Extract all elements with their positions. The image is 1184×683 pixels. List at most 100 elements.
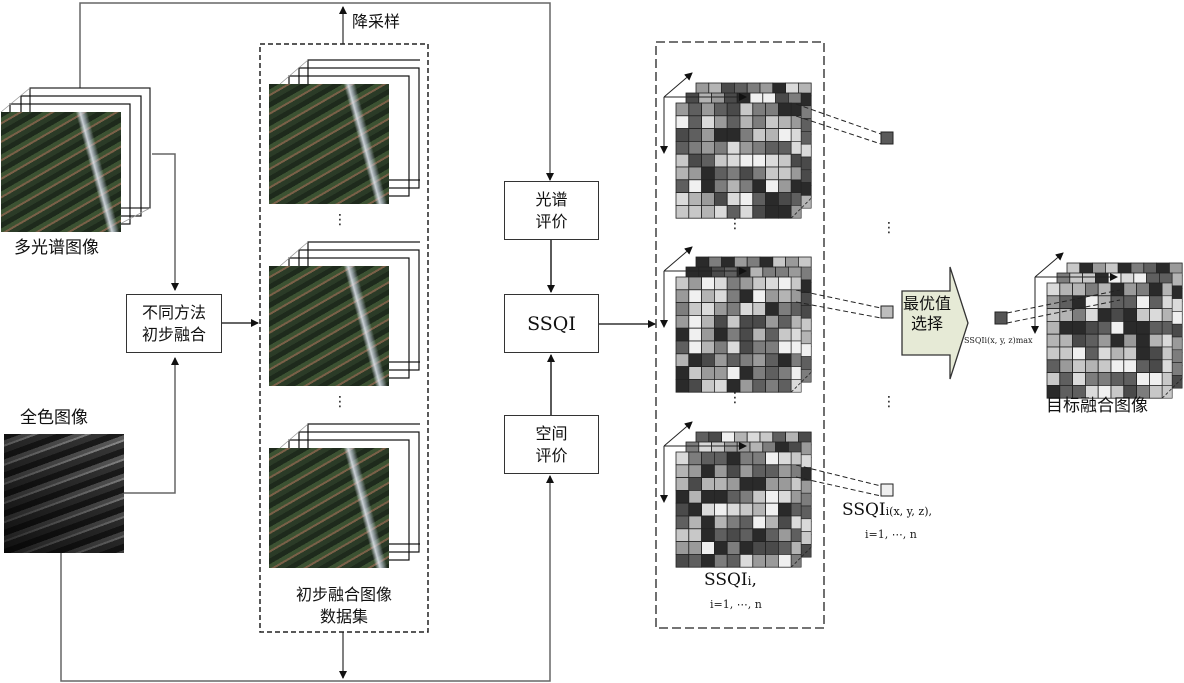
pan-to-fusion-line bbox=[124, 357, 179, 494]
ssqi-cell-label-sub: i(x, y, z), bbox=[885, 505, 932, 518]
selection-label-line-1: 最优值 bbox=[902, 294, 951, 313]
selection-label: 最优值 选择 bbox=[902, 294, 952, 334]
voxel-cell bbox=[701, 314, 715, 329]
voxel-cell bbox=[765, 340, 779, 355]
voxel-cell bbox=[701, 554, 715, 568]
voxel-cell bbox=[800, 279, 812, 293]
voxel-cell bbox=[726, 166, 741, 181]
voxel-cell bbox=[701, 464, 715, 478]
voxel-cell bbox=[1046, 282, 1061, 297]
voxel-cell bbox=[714, 314, 728, 329]
voxel-cell bbox=[739, 366, 754, 380]
voxel-cell bbox=[1085, 333, 1099, 348]
voxel-cell bbox=[1171, 311, 1183, 325]
voxel-cell bbox=[1072, 320, 1086, 335]
voxel-cell bbox=[739, 166, 754, 181]
voxel-cell bbox=[688, 314, 702, 329]
voxel-cell bbox=[1161, 295, 1173, 309]
voxel-cell bbox=[752, 314, 766, 329]
voxel-cell bbox=[675, 179, 690, 194]
voxel-cell bbox=[1161, 346, 1173, 361]
target-fused-volume bbox=[1031, 252, 1183, 399]
voxel-cell bbox=[765, 451, 779, 466]
voxel-cell bbox=[790, 315, 802, 329]
voxel-cell bbox=[701, 204, 715, 219]
voxel-cell bbox=[701, 477, 715, 491]
voxel-cell bbox=[800, 92, 812, 107]
voxel-cell bbox=[790, 276, 802, 291]
voxel-cell bbox=[1123, 320, 1138, 335]
voxel-cell bbox=[675, 128, 690, 142]
ssqi-volume-3 bbox=[660, 421, 812, 568]
voxel-cell bbox=[688, 464, 702, 478]
voxel-cell bbox=[1046, 320, 1061, 335]
voxel-cell bbox=[701, 302, 715, 316]
voxel-cell bbox=[688, 489, 702, 504]
voxel-cell bbox=[688, 192, 702, 206]
voxel-cell bbox=[714, 340, 728, 355]
voxel-cell bbox=[778, 314, 792, 329]
voxel-cell bbox=[790, 502, 802, 517]
voxel-cell bbox=[1085, 346, 1099, 361]
voxel-cell bbox=[688, 327, 702, 342]
voxel-cell bbox=[726, 192, 741, 206]
ms-to-downsample-line bbox=[79, 2, 554, 181]
voxel-cell bbox=[790, 464, 802, 478]
voxel-cell bbox=[701, 128, 715, 142]
voxel-cell bbox=[739, 489, 754, 504]
voxel-cell bbox=[790, 515, 802, 530]
voxel-cell bbox=[701, 515, 715, 530]
voxel-cell bbox=[752, 327, 766, 342]
voxel-cell bbox=[675, 451, 690, 466]
fused-image-stack bbox=[260, 240, 420, 390]
voxel-cell bbox=[778, 541, 792, 555]
voxel-cell bbox=[688, 477, 702, 491]
ssqi-volume-2 bbox=[660, 246, 812, 393]
voxel-cell bbox=[675, 528, 690, 542]
voxel-cell bbox=[701, 366, 715, 380]
voxel-cell bbox=[1097, 372, 1112, 386]
voxel-cell bbox=[726, 489, 741, 504]
voxel-cell bbox=[739, 140, 754, 155]
voxel-cell bbox=[701, 541, 715, 555]
voxel-cell bbox=[726, 128, 741, 142]
target-image-label: 目标融合图像 bbox=[1046, 396, 1148, 416]
voxel-cell bbox=[752, 166, 766, 181]
voxel-cell bbox=[1110, 308, 1125, 322]
voxel-cell bbox=[1110, 346, 1125, 361]
voxel-cell bbox=[778, 489, 792, 504]
voxel-cell bbox=[765, 179, 779, 194]
fused-image-stack bbox=[260, 422, 420, 572]
voxel-cell bbox=[739, 302, 754, 316]
voxel-cell bbox=[790, 554, 802, 568]
initial-fusion-line-2: 初步融合 bbox=[141, 324, 206, 344]
ssqi-box: SSQI bbox=[504, 294, 599, 353]
voxel-cell bbox=[1171, 349, 1183, 363]
voxel-cell bbox=[701, 528, 715, 542]
voxel-cell bbox=[1085, 282, 1099, 297]
initial-fusion-box: 不同方法 初步融合 bbox=[126, 294, 222, 353]
voxel-cell bbox=[714, 166, 728, 181]
voxel-cell bbox=[752, 140, 766, 155]
voxel-cell bbox=[688, 340, 702, 355]
voxel-cell bbox=[701, 327, 715, 342]
voxel-cell bbox=[726, 541, 741, 555]
voxel-cell bbox=[726, 515, 741, 530]
voxel-cell bbox=[765, 102, 779, 117]
voxel-cell bbox=[778, 477, 792, 491]
voxel-cell bbox=[688, 528, 702, 542]
voxel-cell bbox=[800, 266, 812, 281]
fused-image bbox=[269, 84, 389, 204]
volumes-dashed-frame bbox=[655, 41, 825, 629]
voxel-cell bbox=[1085, 359, 1099, 373]
voxel-cell bbox=[790, 327, 802, 342]
voxel-cell bbox=[739, 541, 754, 555]
voxel-cell bbox=[790, 379, 802, 393]
voxel-cell bbox=[790, 205, 802, 219]
dataset-label-line-1: 初步融合图像 bbox=[295, 585, 392, 604]
voxel-cell bbox=[726, 302, 741, 316]
voxel-cell bbox=[1110, 372, 1125, 386]
spatial-eval-line-1: 空间 bbox=[535, 423, 568, 443]
fused-image bbox=[269, 448, 389, 568]
voxel-cell bbox=[739, 353, 754, 367]
